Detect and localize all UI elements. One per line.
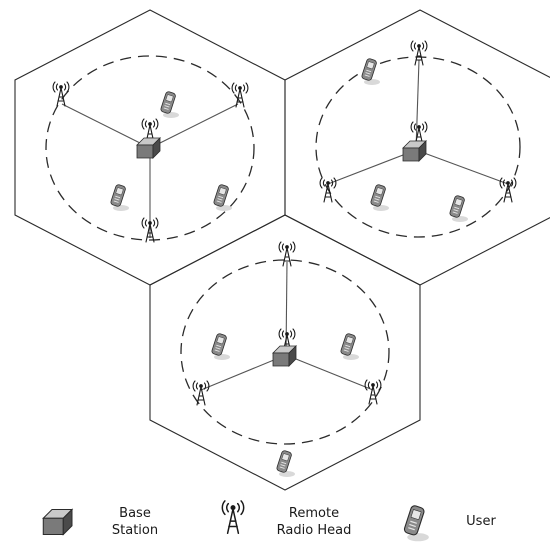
legend-base-station-line1: Base	[119, 506, 151, 521]
legend-user-label: User	[456, 513, 506, 530]
user-phone	[159, 90, 180, 119]
base-station	[136, 137, 161, 159]
legend-base-station-line2: Station	[111, 523, 159, 538]
base-station	[272, 345, 297, 367]
fronthaul-links	[200, 261, 374, 391]
legend-rrh-label: Remote Radio Head	[266, 505, 362, 539]
remote-radio-head	[192, 380, 210, 406]
user-phone	[210, 332, 231, 361]
legend-base-station-label: Base Station	[100, 505, 170, 539]
legend-rrh-line1: Remote	[288, 506, 340, 521]
user-phone	[369, 183, 390, 212]
legend-base-station-icon	[42, 509, 73, 535]
user-phone	[109, 183, 130, 212]
user-phone	[339, 332, 360, 361]
remote-radio-head	[231, 82, 249, 108]
legend-rrh-line2: Radio Head	[276, 523, 352, 538]
cell-bottom	[149, 214, 421, 491]
base-station	[402, 140, 427, 162]
cell-coverage-circle	[315, 56, 521, 238]
cell-hexagon	[149, 214, 421, 491]
cell-top-left	[14, 9, 286, 286]
legend-user-icon	[402, 504, 430, 542]
legend-user-text: User	[466, 514, 496, 529]
cell-coverage-circle	[180, 259, 390, 445]
user-phone	[360, 57, 381, 86]
cell-coverage-circle	[45, 55, 255, 241]
legend-rrh-icon	[221, 500, 245, 535]
cell-top-right	[284, 9, 550, 286]
user-phone	[448, 194, 469, 223]
user-phone	[275, 449, 296, 478]
user-phone	[212, 183, 233, 212]
fronthaul-links	[327, 59, 509, 185]
